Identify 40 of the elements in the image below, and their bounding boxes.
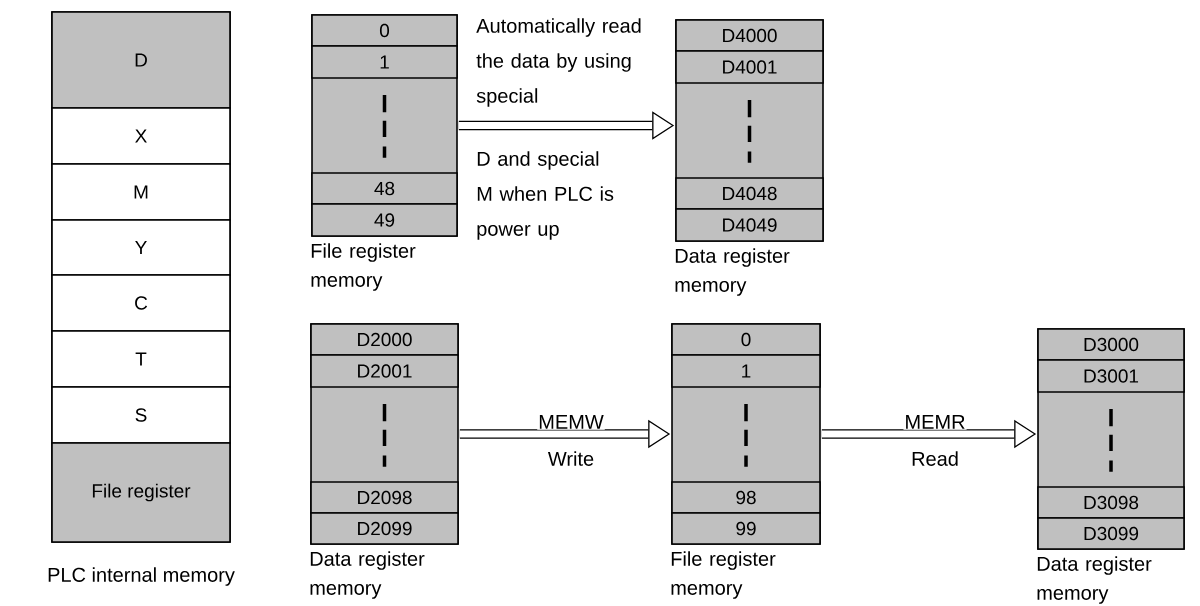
register-cell: X	[51, 107, 231, 165]
register-cell: S	[51, 386, 231, 444]
register-cell: D4000	[675, 19, 824, 52]
register-cell: File register	[51, 442, 231, 543]
edge-label: MEMR	[903, 414, 967, 430]
register-cell: D4001	[675, 50, 824, 84]
node-label: File register memory	[671, 551, 776, 599]
register-cell: D2099	[310, 512, 459, 545]
note-text: Read	[912, 451, 958, 466]
register-cell: 0	[671, 323, 821, 356]
register-cell: D2000	[310, 323, 459, 356]
node-label: File register memory	[311, 243, 416, 291]
register-cell: Y	[51, 219, 231, 276]
register-cell: D	[51, 11, 231, 109]
register-cell: 99	[671, 512, 821, 545]
register-cell: 0	[311, 14, 458, 47]
node-label: PLC internal memory	[48, 567, 235, 586]
register-cell: D4048	[675, 177, 824, 210]
note-text: D and special M when PLC is power up	[477, 151, 614, 240]
register-cell: D4049	[675, 208, 824, 242]
register-cell: 1	[671, 354, 821, 388]
register-cell: D2098	[310, 481, 459, 514]
node-label: Data register memory	[1037, 556, 1152, 604]
register-cell: 49	[311, 203, 458, 237]
register-cell: M	[51, 163, 231, 221]
edge-label: MEMW	[537, 414, 605, 430]
register-cell: C	[51, 274, 231, 332]
register-cell: T	[51, 330, 231, 388]
register-cell: D3099	[1037, 517, 1185, 550]
register-cell: D3000	[1037, 328, 1185, 361]
register-cell: D3098	[1037, 486, 1185, 519]
register-cell: 98	[671, 481, 821, 514]
note-text: Write	[547, 451, 594, 466]
register-cell: 48	[311, 172, 458, 205]
node-label: Data register memory	[310, 551, 425, 599]
register-cell: 1	[311, 45, 458, 79]
node-label: Data register memory	[675, 248, 790, 296]
edge-label: Automatically read the data by using special	[475, 17, 650, 108]
register-cell: D3001	[1037, 359, 1185, 393]
register-cell: D2001	[310, 354, 459, 388]
